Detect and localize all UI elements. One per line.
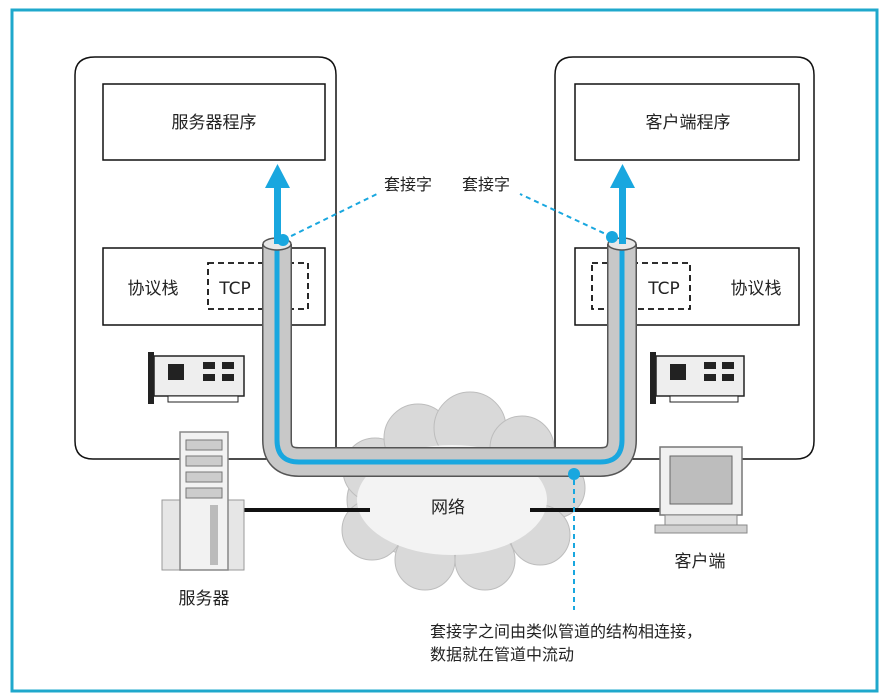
socket-point-right — [606, 231, 618, 243]
server-tcp-label: TCP — [218, 279, 251, 299]
cloud-icon — [341, 391, 586, 591]
diagram-frame — [10, 8, 879, 693]
arrow-up-icon — [265, 164, 290, 244]
pipe-point — [568, 468, 580, 480]
server-program-label: 服务器程序 — [172, 113, 257, 133]
network-label: 网络 — [431, 498, 465, 518]
socket-point-left — [277, 234, 289, 246]
client-tcp-label: TCP — [647, 279, 680, 299]
pipe-flow — [274, 244, 625, 465]
server-stack-label: 协议栈 — [128, 279, 179, 299]
socket-label-left: 套接字 — [384, 175, 432, 194]
network-card-icon — [650, 352, 745, 404]
client-stack-label: 协议栈 — [731, 279, 782, 299]
socket-label-right: 套接字 — [462, 175, 510, 194]
server-program-box — [102, 83, 326, 161]
socket-leader-right — [519, 193, 613, 238]
server-tcp-box — [207, 262, 309, 310]
client-program-box — [574, 83, 800, 161]
monitor-icon — [654, 446, 748, 534]
server-machine-label: 服务器 — [179, 589, 230, 609]
client-program-label: 客户端程序 — [646, 113, 731, 133]
client-tcp-box — [591, 262, 691, 310]
arrow-up-icon — [610, 164, 635, 244]
caption-line-1: 套接字之间由类似管道的结构相连接， — [430, 622, 702, 641]
client-machine-label: 客户端 — [675, 552, 726, 572]
caption-line-2: 数据就在管道中流动 — [430, 645, 574, 664]
network-card-icon — [148, 352, 245, 404]
server-tower-icon — [161, 431, 245, 571]
